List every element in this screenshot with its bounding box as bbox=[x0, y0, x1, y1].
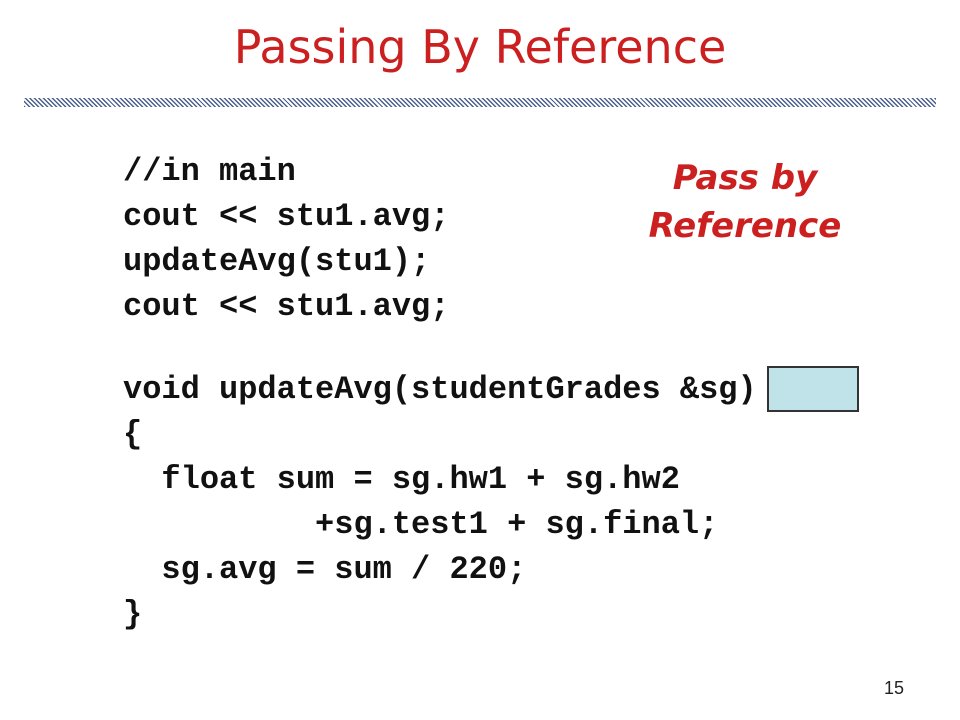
code-line-cout-before: cout << stu1.avg; bbox=[123, 198, 450, 235]
code-line-comment: //in main bbox=[123, 153, 296, 190]
code-line-close-brace: } bbox=[123, 596, 143, 633]
pass-by-reference-callout: Pass by Reference bbox=[610, 154, 880, 250]
code-line-function-signature: void updateAvg(studentGrades &sg) bbox=[123, 371, 757, 408]
slide-number: 15 bbox=[884, 678, 905, 698]
code-line-cout-after: cout << stu1.avg; bbox=[123, 288, 450, 325]
code-line-open-brace: { bbox=[123, 416, 143, 453]
callout-line-2: Reference bbox=[648, 206, 842, 246]
title-divider bbox=[24, 98, 936, 107]
callout-line-1: Pass by bbox=[672, 158, 818, 198]
code-line-sum-declaration: float sum = sg.hw1 + sg.hw2 bbox=[123, 461, 680, 498]
slide-title: Passing By Reference bbox=[233, 20, 727, 74]
code-line-avg-assignment: sg.avg = sum / 220; bbox=[123, 551, 527, 588]
code-line-call: updateAvg(stu1); bbox=[123, 243, 431, 280]
code-line-sum-continuation: +sg.test1 + sg.final; bbox=[123, 506, 719, 543]
reference-parameter-highlight bbox=[767, 366, 859, 412]
